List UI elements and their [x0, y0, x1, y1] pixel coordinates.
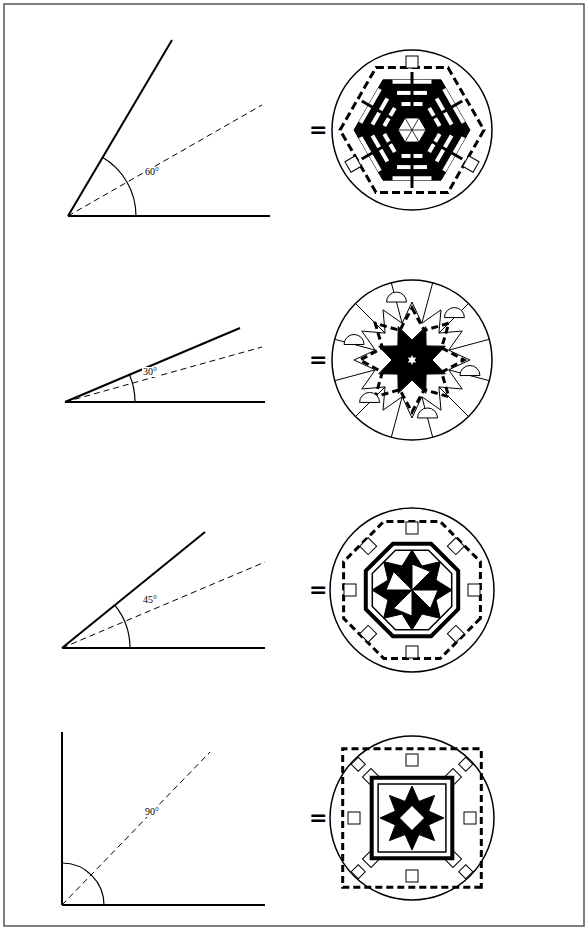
pattern-stroke	[351, 865, 365, 879]
pattern-stroke	[447, 625, 464, 642]
pattern-stroke	[386, 572, 412, 590]
pattern-stroke	[464, 812, 476, 824]
pattern-stroke	[459, 865, 473, 879]
pattern-stroke	[405, 130, 412, 142]
pattern-stroke	[412, 130, 426, 131]
pattern-stroke	[447, 538, 464, 555]
pattern-stroke	[344, 584, 356, 596]
pattern-stroke	[372, 778, 453, 859]
pattern-stroke	[380, 786, 444, 850]
angle-label: 90°	[144, 807, 160, 817]
pattern-stroke	[360, 625, 377, 642]
pattern-stroke	[351, 757, 365, 771]
equals-sign: =	[309, 579, 327, 601]
pattern-stroke	[398, 118, 426, 142]
pattern-stroke	[360, 308, 464, 412]
angle-45	[62, 532, 265, 648]
pattern-stroke	[340, 68, 484, 193]
frame	[4, 4, 584, 926]
pattern-stroke	[360, 392, 380, 402]
pattern-stroke	[379, 327, 446, 394]
pattern-circle	[330, 736, 494, 900]
pattern-stroke	[366, 544, 458, 636]
equals-sign: =	[309, 119, 327, 141]
pattern-stroke	[348, 812, 360, 824]
pattern-stroke	[372, 550, 451, 629]
pattern-stroke	[418, 408, 438, 418]
pattern-stroke	[412, 564, 430, 590]
pattern-stroke	[378, 784, 446, 852]
pattern-stroke	[343, 749, 482, 888]
pattern-stroke	[344, 522, 481, 659]
angle-label: 30°	[142, 367, 158, 377]
pattern-stroke	[406, 754, 418, 766]
pattern-stroke	[412, 130, 419, 142]
pattern-stroke	[408, 355, 417, 365]
equals-sign: =	[309, 807, 327, 829]
pattern-stroke	[386, 292, 406, 302]
pattern-stroke	[360, 538, 377, 555]
pattern-stroke	[412, 590, 438, 608]
angle-label: 60°	[144, 167, 160, 177]
pattern-stroke	[412, 118, 419, 130]
pattern-stroke	[398, 130, 412, 131]
angle-90	[62, 732, 265, 905]
angle-30	[65, 328, 265, 402]
pattern-stroke	[405, 118, 412, 130]
pattern-stroke	[394, 590, 412, 616]
pattern-circle	[332, 280, 492, 440]
pattern-stroke	[354, 302, 470, 418]
pattern-stroke	[399, 805, 424, 830]
pattern-stroke	[406, 646, 418, 658]
pattern-stroke	[406, 870, 418, 882]
pattern-stroke	[372, 550, 452, 630]
equals-sign: =	[309, 349, 327, 371]
angle-label: 45°	[142, 595, 158, 605]
angle-60	[68, 40, 270, 216]
pattern-stroke	[468, 584, 480, 596]
pattern-circle	[330, 508, 494, 672]
pattern-stroke	[345, 156, 361, 172]
pattern-stroke	[463, 156, 479, 172]
pattern-stroke	[460, 366, 480, 376]
pattern-circle	[332, 50, 492, 210]
patterns	[330, 50, 494, 900]
pattern-stroke	[459, 757, 473, 771]
pattern-stroke	[344, 334, 364, 344]
pattern-stroke	[406, 56, 418, 68]
pattern-stroke	[444, 308, 464, 318]
pattern-stroke	[406, 522, 418, 534]
